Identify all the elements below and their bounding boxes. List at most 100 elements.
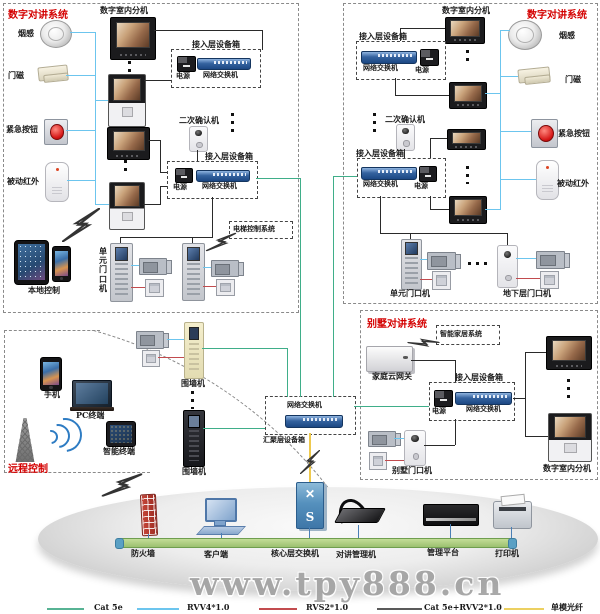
local-control-label: 本地控制 [28,285,60,295]
access-box-label: 接入层设备箱 [455,372,503,382]
network-switch-icon [285,415,343,428]
basement-door-label: 地下层门口机 [503,288,551,298]
phone-label: 手机 [44,389,60,399]
indoor-monitor [109,182,145,230]
power-label: 电源 [414,181,428,190]
core-switch-icon: ✕ S [296,482,324,529]
wire-black [120,237,213,238]
wire-black [410,233,411,239]
emergency-label: 紧急按钮 [6,124,38,134]
lightning-icon [60,207,102,243]
intercom-manager-label: 对讲管理机 [336,549,376,559]
wire-black [160,186,161,205]
wire-black [262,30,263,50]
wire-rvv4 [485,93,500,94]
wire-rvs2 [516,278,540,279]
smart-terminal-icon [106,421,136,447]
wire-black [400,28,445,29]
wire-black [192,237,193,243]
network-switch-icon [361,167,417,180]
wifi-waves-icon [41,410,89,459]
emergency-button-icon [44,119,68,145]
access-box [356,41,446,80]
left-system-title: 数字对讲系统 [8,10,68,21]
wire-black [430,138,447,139]
client-pc-base [214,520,226,526]
wire-rvs2 [131,287,145,288]
wall-machine [184,322,204,379]
right-system-region [343,3,598,304]
core-switch-label: 核心层交换机 [271,548,319,558]
power-supply-icon [420,49,439,66]
wire-black [212,197,213,237]
wire-black [395,95,449,96]
wire-rvv4 [131,265,139,266]
wire-cat5e [256,178,300,179]
indoor-monitor [447,129,486,150]
legend-label-cat5e-rvv2: Cat 5e+RVV2*1.0 [424,602,502,612]
wire-rvv4 [167,339,184,340]
power-label: 电源 [176,71,190,80]
legend-label-rvv4: RVV4*1.0 [187,602,230,612]
pir-sensor-icon [45,162,69,202]
switch-label: 网络交换机 [203,70,238,79]
network-switch-icon [455,392,512,405]
lightning-icon [299,449,321,475]
wire-rvv4 [500,30,501,210]
wire-black [120,237,121,243]
wall-machine-label: 围墙机 [182,466,206,476]
wire-connector [221,533,222,538]
wire-rvv4 [420,259,427,260]
aggregation-box-label: 汇聚层设备箱 [263,435,305,444]
wire-rvv4 [516,258,536,259]
wire-rvs2 [420,279,432,280]
ellipsis-dots [468,262,490,265]
printer-icon [493,501,532,529]
smoke-detector-icon [40,20,72,48]
wire-black [380,196,381,233]
home-gateway-label: 家庭云网关 [372,371,412,381]
ellipsis-dots [373,113,376,137]
legend-label-fiber: 单模光纤 [551,602,583,612]
door-magnet-icon [37,64,69,82]
wire-black [160,172,167,173]
smoke-label: 烟感 [18,28,34,38]
pir-sensor-icon [536,160,559,200]
wire-black [455,419,456,445]
home-gateway-icon [366,346,413,372]
door-lock-icon [427,252,461,270]
door-magnet-label: 门磁 [8,70,24,80]
confirm-unit-label: 二次确认机 [179,115,219,125]
elevator-system-box [229,221,293,239]
access-box-label: 接入层设备箱 [356,148,404,158]
management-platform-label: 管理平台 [427,547,459,557]
legend-line-cat5e-rvv2 [377,608,422,610]
ellipsis-dots [466,50,469,66]
wire-black [400,28,401,41]
legend-line-rvs2 [259,608,297,610]
network-switch-icon [196,170,250,182]
wire-cat5e [354,406,429,407]
wire-black [411,360,455,361]
management-platform-icon [423,504,479,526]
ellipsis-dots [231,113,234,135]
power-supply-icon [419,166,437,182]
door-magnet-label: 门磁 [565,74,581,84]
power-label: 电源 [173,182,187,191]
wire-rvs2 [203,286,216,287]
smart-terminal-label: 智能终端 [103,446,135,456]
door-lock-icon [211,260,244,277]
wire-rvv4 [66,130,95,131]
legend-line-rvv4 [137,608,179,610]
wire-black [143,204,160,205]
wire-black [455,360,456,382]
remote-control-title: 远程控制 [8,464,48,475]
smoke-label: 烟感 [559,30,575,40]
wire-black [160,186,167,187]
wire-black [144,80,171,81]
wire-rvv4 [485,209,500,210]
lightning-icon [205,228,237,257]
wire-rvv4 [95,100,108,101]
wire-rvv4 [66,75,95,76]
ellipsis-dots [567,379,570,399]
